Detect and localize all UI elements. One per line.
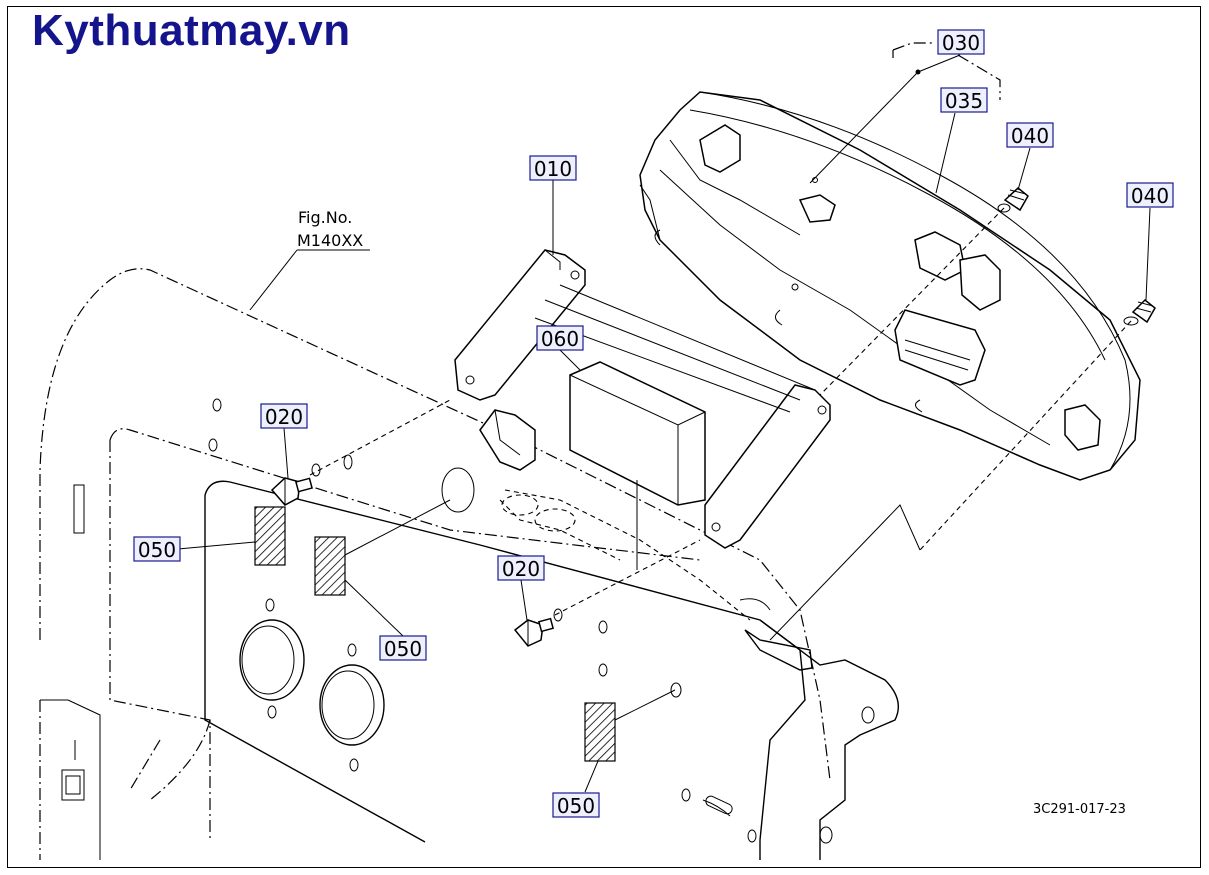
part-label-050-bottom: 050 bbox=[552, 792, 600, 818]
instrument-cluster bbox=[639, 91, 1141, 481]
panel-cutout bbox=[499, 489, 751, 621]
svg-text:020: 020 bbox=[265, 405, 303, 429]
part-label-010: 010 bbox=[529, 155, 577, 181]
part-label-050-left: 050 bbox=[133, 536, 181, 562]
svg-text:020: 020 bbox=[502, 557, 540, 581]
label-050-a bbox=[254, 506, 286, 566]
screw-040-lower bbox=[1123, 298, 1156, 326]
svg-text:035: 035 bbox=[945, 89, 983, 113]
svg-text:060: 060 bbox=[541, 327, 579, 351]
bolt-020-left bbox=[270, 454, 353, 506]
bracket-010 bbox=[454, 249, 831, 549]
svg-text:040: 040 bbox=[1131, 184, 1169, 208]
label-050-b bbox=[314, 536, 346, 596]
drawing-code: 3C291-017-23 bbox=[1033, 802, 1126, 817]
svg-text:030: 030 bbox=[942, 31, 980, 55]
svg-text:050: 050 bbox=[557, 794, 595, 818]
part-label-020-right: 020 bbox=[497, 555, 545, 581]
part-label-030: 030 bbox=[937, 29, 985, 55]
svg-text:010: 010 bbox=[534, 157, 572, 181]
svg-text:040: 040 bbox=[1011, 124, 1049, 148]
part-label-040-lower: 040 bbox=[1126, 182, 1174, 208]
part-label-040-upper: 040 bbox=[1006, 122, 1054, 148]
svg-text:050: 050 bbox=[384, 637, 422, 661]
screw-040-upper bbox=[997, 187, 1029, 213]
module-060 bbox=[569, 361, 706, 506]
mounting-plate bbox=[61, 398, 806, 860]
drawing-frame bbox=[7, 6, 1201, 868]
svg-text:050: 050 bbox=[138, 538, 176, 562]
side-bracket bbox=[739, 598, 899, 860]
label-050-c bbox=[584, 702, 616, 762]
part-label-020-left: 020 bbox=[260, 403, 308, 429]
figure-number-label: Fig.No. bbox=[298, 208, 352, 227]
figure-number-value: M140XX bbox=[297, 231, 363, 250]
part-label-050-middle: 050 bbox=[379, 635, 427, 661]
part-label-060: 060 bbox=[536, 325, 584, 351]
brand-title: Kythuatmay.vn bbox=[32, 6, 351, 55]
dashboard-panel-outline bbox=[39, 268, 831, 860]
connector-clip bbox=[479, 409, 536, 471]
part-label-035: 035 bbox=[940, 87, 988, 113]
bolt-020-right bbox=[513, 608, 563, 647]
leader-lines bbox=[177, 42, 1151, 793]
